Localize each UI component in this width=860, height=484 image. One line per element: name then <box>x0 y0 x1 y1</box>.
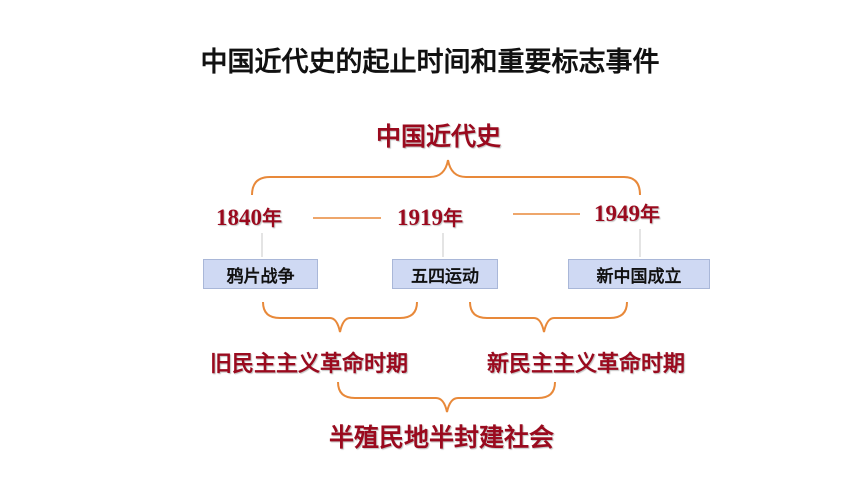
year-1949-number: 1949 <box>594 201 640 226</box>
year-1919-unit: 年 <box>443 206 463 230</box>
year-1919: 1919年 <box>397 202 463 231</box>
year-1840-number: 1840 <box>216 205 262 230</box>
year-1919-number: 1919 <box>397 205 443 230</box>
year-1949-unit: 年 <box>640 202 660 226</box>
top-brace <box>251 159 641 196</box>
event-box-opium-war: 鸦片战争 <box>203 259 318 289</box>
year-1840-unit: 年 <box>262 206 282 230</box>
period-new-democratic: 新民主主义革命时期 <box>487 352 686 377</box>
modern-history-label: 中国近代史 <box>376 122 502 151</box>
society-brace <box>337 381 556 413</box>
year-1840: 1840年 <box>216 202 282 231</box>
year-1949: 1949年 <box>594 198 660 227</box>
page-title: 中国近代史的起止时间和重要标志事件 <box>200 47 660 78</box>
society-label: 半殖民地半封建社会 <box>329 423 555 452</box>
event-box-may-fourth: 五四运动 <box>392 259 498 289</box>
event-box-new-china: 新中国成立 <box>568 259 710 289</box>
period-brace-new <box>469 301 628 333</box>
period-old-democratic: 旧民主主义革命时期 <box>210 352 409 377</box>
period-brace-old <box>262 301 418 333</box>
